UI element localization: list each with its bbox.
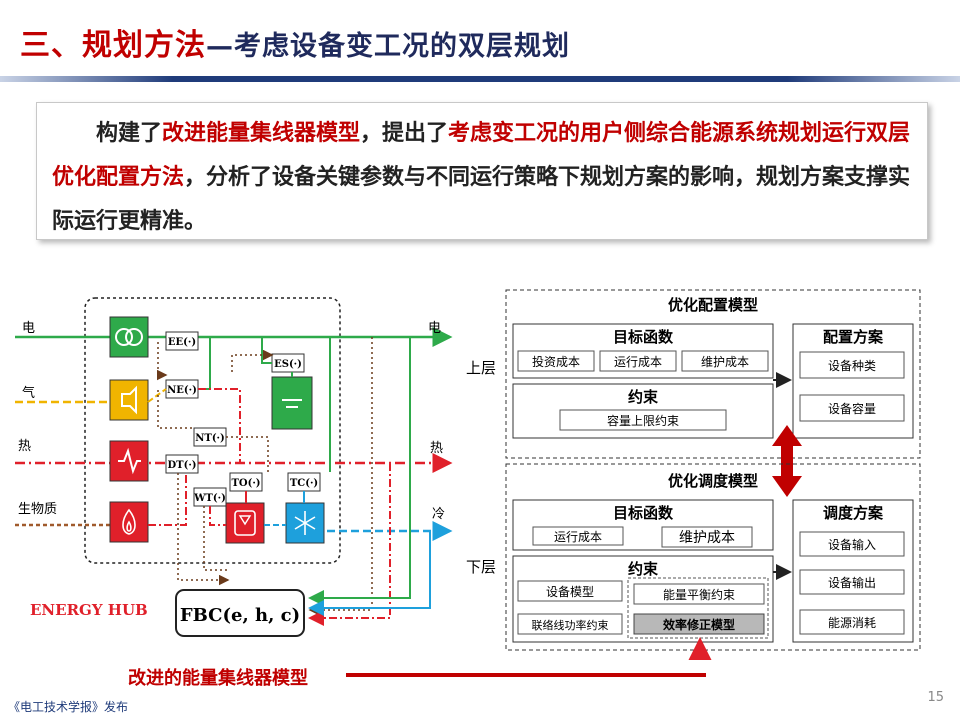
converter-dt-label: DT(·) [167,460,196,471]
upper-objective-title: 目标函数 [613,328,674,346]
gas-to-heat-flow [198,388,241,463]
upper-con-item-0: 容量上限约束 [607,413,679,428]
upper-obj-item-0: 投资成本 [532,354,580,369]
converter-ee-label: EE(·) [168,337,196,348]
input-bio-label: 生物质 [18,502,57,517]
page-title: 三、规划方法—考虑设备变工况的双层规划 [20,20,570,64]
lower-plan-item-0: 设备输入 [828,537,876,552]
input-heat-label: 热 [18,439,31,454]
lower-plan-title: 调度方案 [823,504,884,522]
summary-h1: 改进能量集线器模型 [162,121,361,146]
lower-plan-item-1: 设备输出 [828,575,876,590]
heat-exchanger-icon [118,447,141,475]
title-underline [0,76,960,82]
summary-p1: 构建了 [96,121,163,146]
hub-boundary [84,297,341,564]
gas-to-elec-flow [198,337,211,390]
heat-exchanger-unit [109,440,149,482]
flame-icon [122,508,136,535]
converter-ee [165,331,199,351]
hub-caption-arrow [346,673,706,677]
lower-obj-item-1: 维护成本 [679,530,735,546]
lower-con-item-3: 效率修正模型 [663,617,735,632]
upper-plan-item-0: 设备种类 [828,359,876,373]
input-gas-label: 气 [22,385,35,401]
lower-model-title: 优化调度模型 [668,472,758,490]
title-main: 三、规划方法 [20,28,206,63]
converter-dt [165,454,199,474]
summary-text: 构建了改进能量集线器模型，提出了考虑变工况的用户侧综合能源系统规划运行双层优化配… [52,112,918,244]
summary-box [36,102,928,240]
output-elec-label: 电 [428,321,441,336]
upper-plan-title: 配置方案 [823,328,884,346]
lower-constraint-title: 约束 [628,560,659,578]
upper-plan-item-1: 设备容量 [828,401,876,416]
converter-to-label: TO(·) [231,478,260,489]
chiller-icon [234,510,256,536]
gas-turbine-icon [121,385,137,415]
converter-wt-label: WT(·) [193,493,226,504]
storage-unit [271,376,313,430]
lower-objective-title: 目标函数 [613,504,674,522]
transformer-icon [115,328,133,346]
fbc-box [175,589,305,637]
fbc-label: FBC(e, h, c) [180,605,300,626]
control-to-fbc [177,473,230,586]
upper-constraint-title: 约束 [628,388,659,406]
converter-ne-label: NE(·) [167,385,197,396]
converter-es-label: ES(·) [274,359,302,370]
input-elec-label: 电 [22,321,35,336]
title-sub: —考虑设备变工况的双层规划 [206,31,570,62]
summary-p3: ，分析了设备关键参数与不同运行策略下规划方案的影响，规划方案支撑实际运行更精准。 [52,165,911,234]
efficiency-model-box [633,613,765,635]
output-heat-label: 热 [430,441,443,456]
hub-caption: 改进的能量集线器模型 [128,668,308,689]
lower-plan-item-2: 能源消耗 [828,616,876,630]
output-cold-label: 冷 [432,507,445,522]
summary-h2: 考虑变工况的用户侧综合能源系统规划运行双层优化配置方法 [52,121,911,190]
snowflake-icon [294,511,316,535]
diagram: 电 气 热 生物质 电 热 冷 EE(·) NE(·) NT(·) DT(·) … [15,289,921,660]
page-number: 15 [927,690,944,705]
bidirectional-arrow [772,425,802,497]
lower-obj-item-0: 运行成本 [554,530,602,544]
converter-tc-label: TC(·) [290,478,318,489]
upper-obj-item-2: 维护成本 [701,355,749,369]
lower-con-item-1: 联络线功率约束 [532,618,609,632]
upper-obj-item-1: 运行成本 [614,355,662,369]
footer-source: 《电工技术学报》发布 [8,700,129,714]
gas-turbine-unit [109,379,149,421]
lower-con-item-2: 能量平衡约束 [663,587,735,602]
lower-con-item-0: 设备模型 [546,585,594,599]
upper-level-label: 上层 [466,359,496,377]
upper-model-title: 优化配置模型 [668,296,758,314]
lower-level-label: 下层 [466,558,496,576]
summary-p2: ，提出了 [360,121,449,146]
lower-model-frame [505,463,921,651]
converter-nt-label: NT(·) [195,433,225,444]
upper-model-frame [505,289,921,459]
energy-hub-label: ENERGY HUB [30,601,148,619]
